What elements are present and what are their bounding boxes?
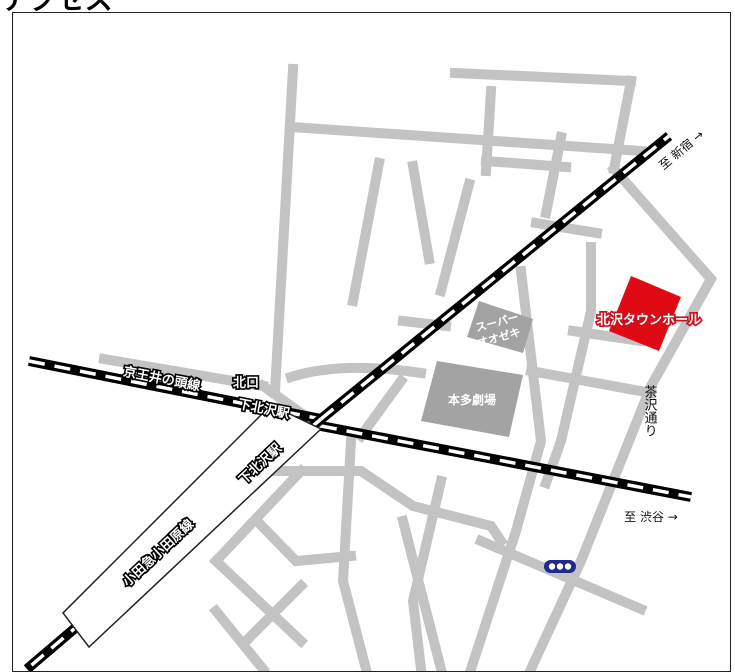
road [407,160,435,265]
north-exit-label: 北口 [233,376,259,391]
road [249,513,357,567]
road [269,63,299,397]
road [608,75,637,175]
direction-shibuya: 至 渋谷 → [624,510,678,524]
road [266,466,508,548]
road-network [98,63,718,671]
road [465,265,547,671]
road [567,325,647,347]
road [256,379,308,420]
road [347,157,385,307]
road [208,553,309,649]
road [525,365,657,399]
railways [23,132,692,671]
road [238,578,309,649]
road [354,374,408,443]
odakyu-line-dashes [319,134,671,421]
road [539,242,596,490]
road [434,177,476,298]
road [337,435,372,671]
road [396,514,447,671]
page-header: アクセス [0,0,735,14]
supermarket-ozeki [467,301,533,353]
inokashira-line-dashes [320,424,692,499]
kitazawa-town-hall [609,276,681,351]
chazawa-street-label: 茶沢通り [642,384,658,437]
bus-stop-icon [544,560,576,573]
road [98,353,269,392]
buildings: スーパー オオゼキ 本多劇場 [421,276,681,437]
odakyu-station-platform [62,404,323,649]
road [524,161,718,671]
honda-theater [421,361,523,437]
direction-shinjuku: 至 新宿 → [656,127,707,173]
road [407,474,448,671]
road [449,67,637,87]
road [540,131,567,219]
destination-label: 北沢タウンホール [597,312,701,328]
road [284,362,427,384]
road [208,603,271,671]
map-canvas: スーパー オオゼキ 本多劇場 京王井の頭線 下北沢駅 北口 小田急小田原線 下北… [23,63,718,671]
access-map: スーパー オオゼキ 本多劇場 京王井の頭線 下北沢駅 北口 小田急小田原線 下北… [12,12,731,672]
road [474,534,648,616]
road [530,217,603,239]
road [285,121,647,157]
honda-theater-label: 本多劇場 [448,392,496,407]
page-title: アクセス [2,0,113,14]
